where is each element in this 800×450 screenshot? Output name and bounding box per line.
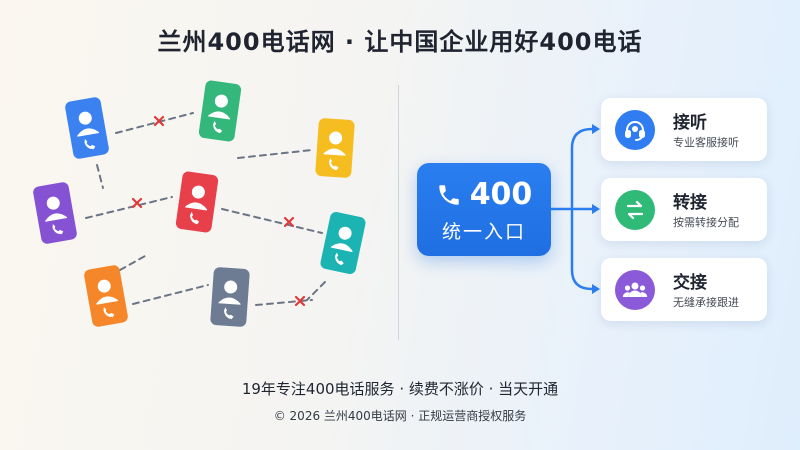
arrow-right-icon — [592, 124, 600, 134]
service-subtitle: 专业客服接听 — [673, 136, 739, 149]
hub-connector-tree — [551, 124, 600, 294]
contact-phone-icon — [84, 265, 128, 327]
group-icon — [615, 270, 655, 310]
footer-copyright: © 2026 兰州400电话网 · 正规运营商授权服务 — [273, 409, 527, 423]
hub-number: 400 — [469, 177, 533, 212]
dashed-link — [115, 112, 194, 134]
section-divider — [398, 85, 399, 340]
contact-phone-icon — [210, 267, 250, 327]
hub-label: 统一入口 — [441, 221, 526, 243]
broken-link-x-icon — [131, 197, 143, 209]
service-card-answer: 接听 专业客服接听 — [601, 98, 767, 161]
contact-phone-icon — [320, 212, 366, 274]
page-title: 兰州400电话网 · 让中国企业用好400电话 — [157, 28, 643, 56]
unified-entry-hub: 400 统一入口 — [417, 163, 551, 256]
dashed-link — [237, 149, 313, 159]
contact-phone-icon — [65, 97, 109, 159]
phone-icon — [438, 185, 459, 205]
headset-icon — [615, 110, 655, 150]
dashed-link — [255, 299, 313, 306]
contact-phone-icon — [198, 80, 242, 142]
tagline: 19年专注400电话服务 · 续费不涨价 · 当天开通 — [241, 380, 559, 398]
swap-arrows-icon — [615, 190, 655, 230]
dashed-link — [306, 281, 326, 301]
broken-link-x-icon — [153, 115, 165, 127]
contact-phone-icon — [315, 118, 355, 178]
service-title: 交接 — [673, 273, 707, 293]
service-card-transfer: 转接 按需转接分配 — [601, 178, 767, 241]
broken-link-x-icon — [294, 295, 306, 307]
arrow-right-icon — [592, 204, 600, 214]
dashed-link — [221, 208, 323, 234]
arrow-right-icon — [592, 284, 600, 294]
dashed-link — [132, 284, 209, 305]
service-subtitle: 无缝承接跟进 — [673, 296, 739, 309]
contact-phone-icon — [33, 182, 77, 244]
contact-phone-icon — [175, 171, 219, 233]
service-title: 转接 — [673, 193, 707, 213]
service-subtitle: 按需转接分配 — [673, 216, 739, 229]
dashed-link — [96, 164, 104, 189]
dashed-link — [119, 255, 146, 271]
service-card-handover: 交接 无缝承接跟进 — [601, 258, 767, 321]
scattered-contacts-scene — [33, 80, 366, 327]
dashed-link — [85, 196, 173, 219]
broken-link-x-icon — [283, 216, 295, 228]
service-title: 接听 — [673, 113, 707, 133]
